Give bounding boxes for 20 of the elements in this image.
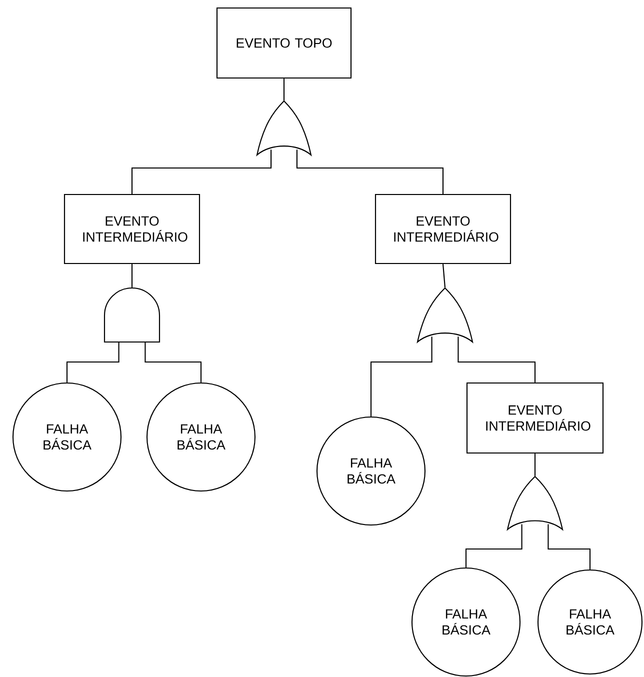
or-gate (416, 287, 474, 343)
connector-line (370, 336, 432, 416)
connector-line (131, 150, 272, 194)
event-box: EVENTO INTERMEDIÁRIO (374, 194, 512, 264)
event-box: EVENTO INTERMEDIÁRIO (64, 194, 200, 264)
event-box: EVENTO INTERMEDIÁRIO (466, 382, 604, 454)
connector-line (534, 454, 536, 476)
connector-line (465, 524, 522, 568)
connector-line (548, 524, 591, 570)
connector-line (296, 150, 444, 194)
or-gate (256, 100, 312, 156)
or-gate (506, 476, 564, 530)
connector-line (458, 336, 536, 382)
connector-line (144, 342, 202, 382)
connector-line (442, 264, 446, 288)
connector-line (66, 342, 120, 382)
connector-line (283, 78, 285, 100)
connector-line (131, 264, 133, 288)
event-box: EVENTO TOPO (216, 7, 352, 79)
and-gate (104, 287, 160, 343)
